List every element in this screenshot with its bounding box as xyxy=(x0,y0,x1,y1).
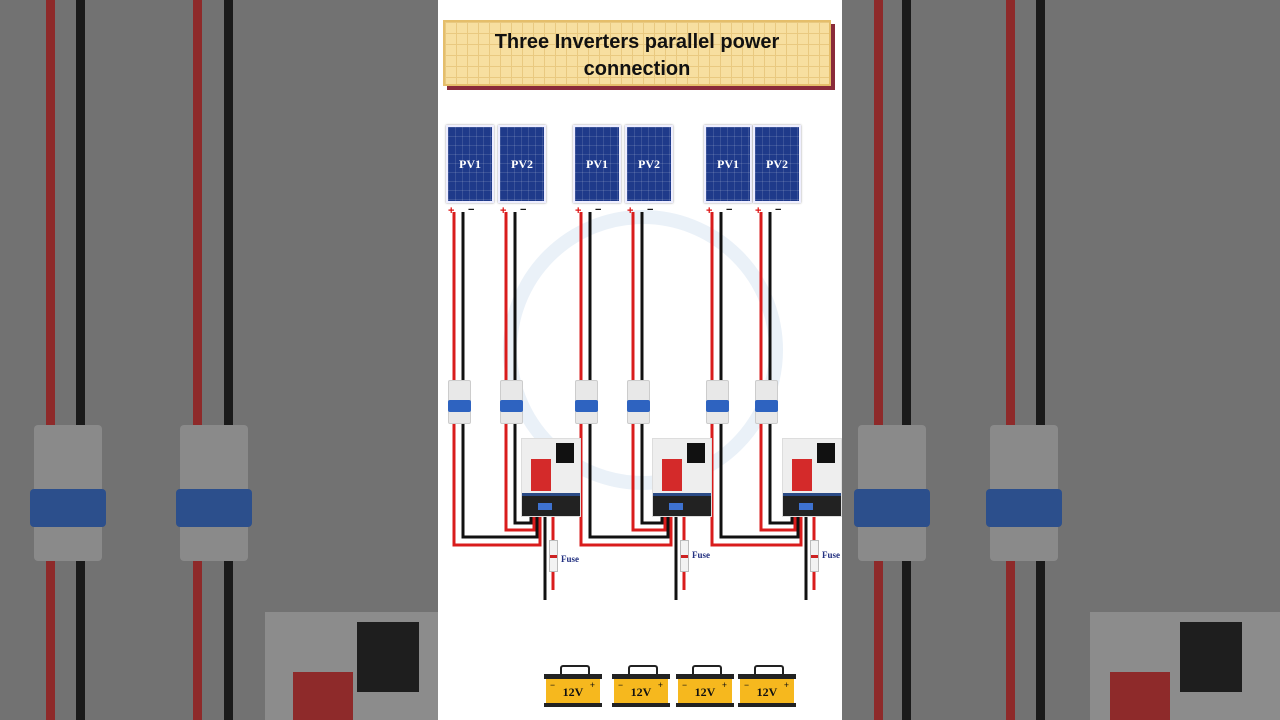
battery-12v: 12V−+ xyxy=(738,665,796,707)
negative-terminal-label: − xyxy=(595,204,602,216)
pv-negative-wire xyxy=(719,212,800,539)
fuse-label: Fuse xyxy=(822,550,840,560)
blurred-background-left xyxy=(0,0,438,720)
bg-breaker xyxy=(854,425,930,561)
bg-inverter xyxy=(265,612,438,720)
dc-breaker xyxy=(755,380,778,424)
solar-panel: PV1 xyxy=(446,125,494,203)
battery-negative-sign: − xyxy=(618,680,624,690)
positive-terminal-label: + xyxy=(448,205,455,217)
positive-terminal-label: + xyxy=(706,205,713,217)
negative-terminal-label: − xyxy=(468,204,475,216)
negative-terminal-label: − xyxy=(647,204,654,216)
pv-positive-wire xyxy=(710,212,803,547)
bg-breaker xyxy=(30,425,106,561)
bg-black-wire xyxy=(1036,0,1045,720)
bg-red-wire xyxy=(46,0,55,720)
fuse-label: Fuse xyxy=(561,554,579,564)
bg-red-wire xyxy=(1006,0,1015,720)
battery-positive-sign: + xyxy=(783,680,789,690)
pv-negative-wire xyxy=(640,212,664,525)
hybrid-inverter xyxy=(652,438,712,517)
battery-negative-sign: − xyxy=(550,680,556,690)
negative-terminal-label: − xyxy=(520,204,527,216)
hybrid-inverter xyxy=(521,438,581,517)
bg-breaker xyxy=(176,425,252,561)
negative-terminal-label: − xyxy=(726,204,733,216)
battery-positive-sign: + xyxy=(721,680,727,690)
battery-negative-sign: − xyxy=(744,680,750,690)
dc-breaker xyxy=(575,380,598,424)
dc-breaker xyxy=(706,380,729,424)
dc-breaker xyxy=(448,380,471,424)
pv-negative-wire xyxy=(768,212,794,525)
bg-black-wire xyxy=(224,0,233,720)
positive-terminal-label: + xyxy=(627,205,634,217)
solar-panel: PV2 xyxy=(625,125,673,203)
positive-terminal-label: + xyxy=(500,205,507,217)
pv-positive-wire xyxy=(631,212,667,532)
inline-fuse xyxy=(810,540,819,572)
wiring-diagram: Three Inverters parallel power connectio… xyxy=(438,0,842,720)
pv-negative-wire xyxy=(588,212,670,539)
negative-terminal-label: − xyxy=(775,204,782,216)
bg-black-wire xyxy=(902,0,911,720)
battery-positive-sign: + xyxy=(657,680,663,690)
battery-voltage-label: 12V−+ xyxy=(740,679,794,703)
pv-positive-wire xyxy=(759,212,797,532)
diagram-title: Three Inverters parallel power connectio… xyxy=(443,20,831,86)
battery-positive-sign: + xyxy=(589,680,595,690)
solar-panel: PV2 xyxy=(498,125,546,203)
solar-panel: PV1 xyxy=(704,125,752,203)
bg-red-wire xyxy=(874,0,883,720)
solar-panel: PV1 xyxy=(573,125,621,203)
battery-voltage-label: 12V−+ xyxy=(546,679,600,703)
battery-12v: 12V−+ xyxy=(676,665,734,707)
solar-panel: PV2 xyxy=(753,125,801,203)
bg-red-wire xyxy=(193,0,202,720)
inline-fuse xyxy=(549,540,558,572)
dc-breaker xyxy=(500,380,523,424)
bg-breaker xyxy=(986,425,1062,561)
pv-positive-wire xyxy=(452,212,542,547)
inline-fuse xyxy=(680,540,689,572)
battery-voltage-label: 12V−+ xyxy=(678,679,732,703)
positive-terminal-label: + xyxy=(575,205,582,217)
pv-positive-wire xyxy=(579,212,673,547)
battery-12v: 12V−+ xyxy=(544,665,602,707)
pv-positive-wire xyxy=(504,212,536,532)
battery-12v: 12V−+ xyxy=(612,665,670,707)
battery-voltage-label: 12V−+ xyxy=(614,679,668,703)
positive-terminal-label: + xyxy=(755,205,762,217)
pv-negative-wire xyxy=(513,212,533,525)
pv-negative-wire xyxy=(461,212,539,539)
bg-inverter xyxy=(1090,612,1280,720)
bg-black-wire xyxy=(76,0,85,720)
blurred-background-right xyxy=(842,0,1280,720)
hybrid-inverter xyxy=(782,438,842,517)
battery-negative-sign: − xyxy=(682,680,688,690)
fuse-label: Fuse xyxy=(692,550,710,560)
wires-layer xyxy=(452,212,816,600)
dc-breaker xyxy=(627,380,650,424)
